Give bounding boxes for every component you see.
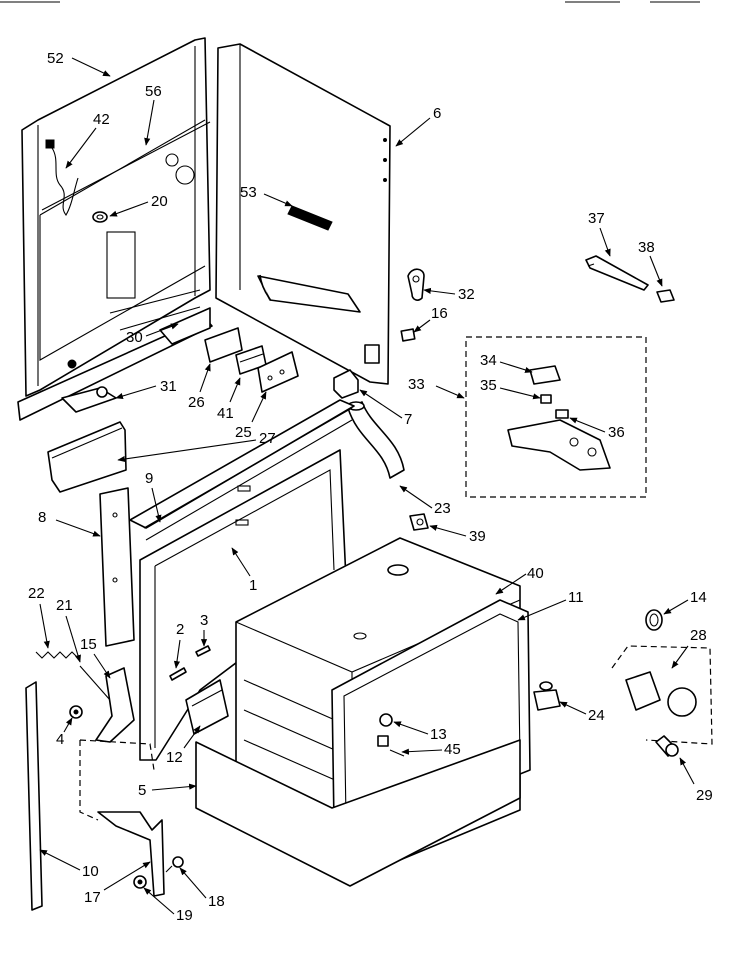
callout-1: 1: [249, 577, 257, 594]
callout-6: 6: [433, 105, 441, 122]
callout-33: 33: [408, 376, 425, 393]
callout-31: 31: [160, 378, 177, 395]
callout-30: 30: [126, 329, 143, 346]
terminal-block: [287, 205, 333, 231]
door-hinge: [95, 667, 135, 743]
light-lens-ring: [645, 609, 663, 631]
callout-37: 37: [588, 210, 605, 227]
callout-24: 24: [588, 707, 605, 724]
callout-17: 17: [84, 889, 101, 906]
callout-11: 11: [568, 589, 584, 606]
callout-19: 19: [176, 907, 193, 924]
relay-bracket: [257, 351, 299, 393]
thermostat-bulb: [533, 681, 561, 711]
callout-34: 34: [480, 352, 497, 369]
switch-bracket: [47, 421, 127, 493]
lower-hinge-arm: [97, 811, 165, 897]
callouts: 52 56 42 20 6 53 37 38 32 16 30 26 41 25…: [28, 50, 713, 924]
light-bulb: [655, 735, 679, 757]
front-frame-top: [129, 399, 355, 541]
callout-7: 7: [404, 411, 412, 428]
control-group-box: [465, 336, 647, 498]
grommet: [92, 211, 108, 223]
callout-39: 39: [469, 528, 486, 545]
callout-45: 45: [444, 741, 461, 758]
clip-set: [377, 735, 405, 757]
insulation-pad: [204, 327, 243, 363]
callout-25: 25: [235, 424, 252, 441]
callout-53: 53: [240, 184, 257, 201]
rear-panel: [21, 37, 211, 397]
callout-4: 4: [56, 731, 64, 748]
callout-40: 40: [527, 565, 544, 582]
callout-26: 26: [188, 394, 205, 411]
lower-hinge-outline: [79, 739, 155, 821]
wire-harness: [45, 139, 79, 216]
front-frame-side: [99, 487, 135, 647]
plug: [379, 713, 393, 727]
callout-12: 12: [166, 749, 183, 766]
callout-38: 38: [638, 239, 655, 256]
sensor-connector: [656, 289, 675, 303]
callout-41: 41: [217, 405, 234, 422]
callout-8: 8: [38, 509, 46, 526]
callout-2: 2: [176, 621, 184, 638]
callout-15: 15: [80, 636, 97, 653]
door-switch: [61, 359, 117, 413]
bracket: [407, 268, 425, 301]
hinge-link: [79, 665, 111, 701]
callout-56: 56: [145, 83, 162, 100]
heat-shield: [41, 121, 211, 211]
callout-29: 29: [696, 787, 713, 804]
pin-2: [169, 667, 187, 681]
clip: [400, 328, 416, 342]
hinge-receiver: [185, 679, 229, 735]
hinge-screw: [165, 856, 184, 873]
callout-52: 52: [47, 50, 64, 67]
callout-35: 35: [480, 377, 497, 394]
callout-9: 9: [145, 470, 153, 487]
callout-5: 5: [138, 782, 146, 799]
callout-32: 32: [458, 286, 475, 303]
callout-18: 18: [208, 893, 225, 910]
callout-13: 13: [430, 726, 447, 743]
pin-3: [195, 645, 211, 657]
oven-sensor: [585, 255, 649, 291]
callout-36: 36: [608, 424, 625, 441]
callout-23: 23: [434, 500, 451, 517]
front-frame: [139, 449, 347, 761]
callout-21: 21: [56, 597, 73, 614]
callout-42: 42: [93, 111, 110, 128]
oven-light-assembly: [611, 645, 713, 745]
rear-panel-bottom-flange: [17, 307, 213, 421]
callout-16: 16: [431, 305, 448, 322]
hinge-spring: [35, 651, 79, 659]
door-trim-strip: [25, 681, 43, 911]
callout-20: 20: [151, 193, 168, 210]
hinge-screw-nut: [133, 875, 147, 889]
callout-10: 10: [82, 863, 99, 880]
callout-22: 22: [28, 585, 45, 602]
callout-27: 27: [259, 430, 276, 447]
oven-base-panel: [195, 739, 521, 887]
callout-3: 3: [200, 612, 208, 629]
callout-14: 14: [690, 589, 707, 606]
vent-fastener: [409, 513, 429, 531]
thermal-block: [333, 369, 359, 399]
hinge-nut: [69, 705, 83, 719]
callout-28: 28: [690, 627, 707, 644]
